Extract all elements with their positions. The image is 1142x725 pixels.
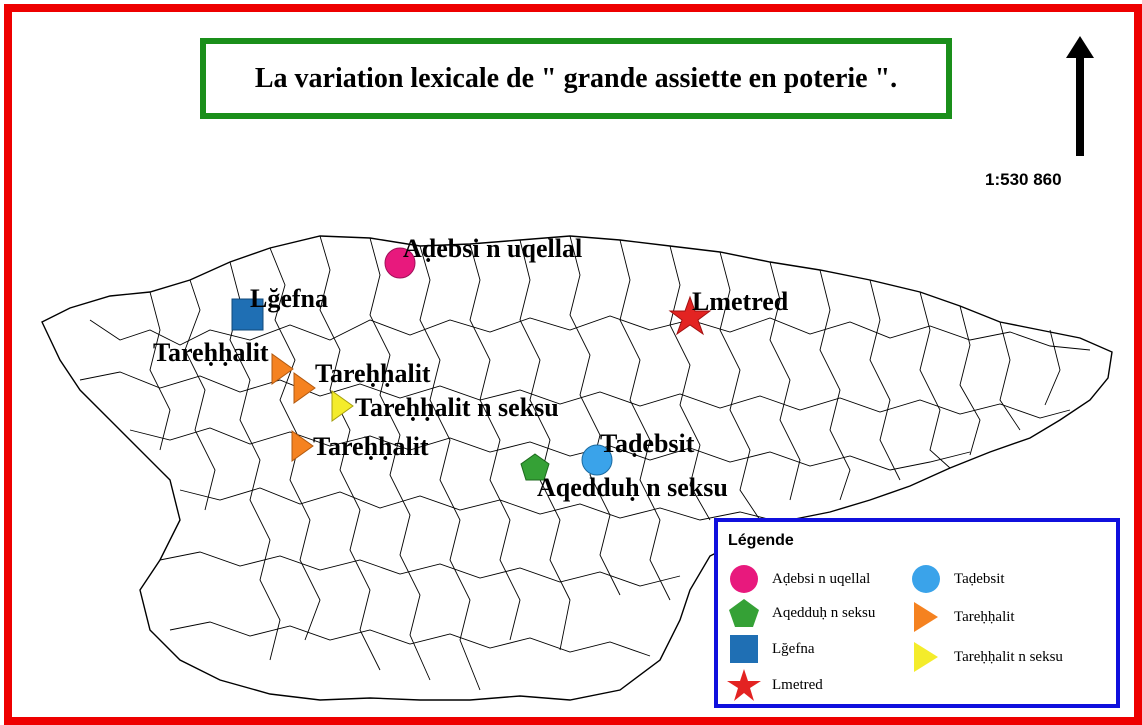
legend-item-tarehhalit: Tareḥḥalit: [908, 600, 1015, 634]
legend-label: Tareḥḥalit: [954, 608, 1015, 625]
blue-square-icon: [730, 635, 758, 663]
marker-lgefna-square: [231, 298, 264, 331]
marker-aqedduh-pentagon: [520, 453, 550, 481]
red-star-icon: [727, 669, 761, 701]
orange-triangle-icon: [914, 602, 938, 632]
map-label-aqedduh: Aqedduḥ n seksu: [537, 473, 728, 502]
legend-item-aqedduh: Aqedduḥ n seksu: [726, 596, 875, 630]
map-label-tarehhalit2: Tareḥḥalit: [315, 359, 431, 388]
legend-item-tarehhalit-seksu: Tareḥḥalit n seksu: [908, 640, 1063, 674]
legend-item-lgefna: Lğefna: [726, 632, 814, 666]
map-title: La variation lexicale de " grande assiet…: [254, 62, 898, 94]
legend-item-adebsi: Aḍebsi n uqellal: [726, 562, 870, 596]
legend-item-lmetred: Lmetred: [726, 668, 823, 702]
map-scale: 1:530 860: [985, 170, 1062, 189]
marker-tarehhalit-seksu-triangle: [331, 390, 354, 422]
marker-tadebsit-circle: [581, 444, 613, 476]
region-outline: [41, 235, 1113, 701]
magenta-circle-icon: [730, 565, 758, 593]
map-label-tarehhalit1: Tareḥḥalit: [153, 338, 269, 367]
map-label-tarehhalit-seksu: Tareḥḥalit n seksu: [355, 393, 559, 422]
legend-label: Taḍebsit: [954, 570, 1005, 587]
marker-lmetred-star: [668, 295, 712, 336]
map-label-lgefna: Lğefna: [250, 284, 328, 313]
legend-label: Lmetred: [772, 676, 823, 693]
marker-tarehhalit1-triangle: [271, 353, 294, 385]
legend-label: Aqedduḥ n seksu: [772, 604, 876, 621]
green-pentagon-icon: [729, 599, 759, 627]
legend-title: Légende: [728, 532, 794, 549]
map-label-tarehhalit3: Tareḥḥalit: [313, 432, 429, 461]
map-label-lmetred: Lmetred: [692, 287, 789, 316]
marker-tarehhalit2-triangle: [293, 372, 316, 404]
map-title-box: La variation lexicale de " grande assiet…: [200, 38, 952, 119]
map-label-adebsi: Aḍebsi n uqellal: [403, 234, 582, 263]
legend-label: Tareḥḥalit n seksu: [954, 648, 1063, 665]
legend-label: Lğefna: [772, 640, 815, 657]
legend-item-tadebsit: Taḍebsit: [908, 562, 1005, 596]
marker-adebsi-circle: [384, 247, 416, 279]
yellow-triangle-icon: [914, 642, 938, 672]
legend-label: Aḍebsi n uqellal: [772, 570, 871, 587]
map-label-tadebsit: Taḍebsit: [600, 429, 695, 458]
north-arrow-icon: [1066, 36, 1094, 156]
marker-tarehhalit3-triangle: [291, 430, 314, 462]
legend-box: Légende Aḍebsi n uqellal Aqedduḥ n seksu…: [714, 518, 1120, 708]
light-blue-circle-icon: [912, 565, 940, 593]
